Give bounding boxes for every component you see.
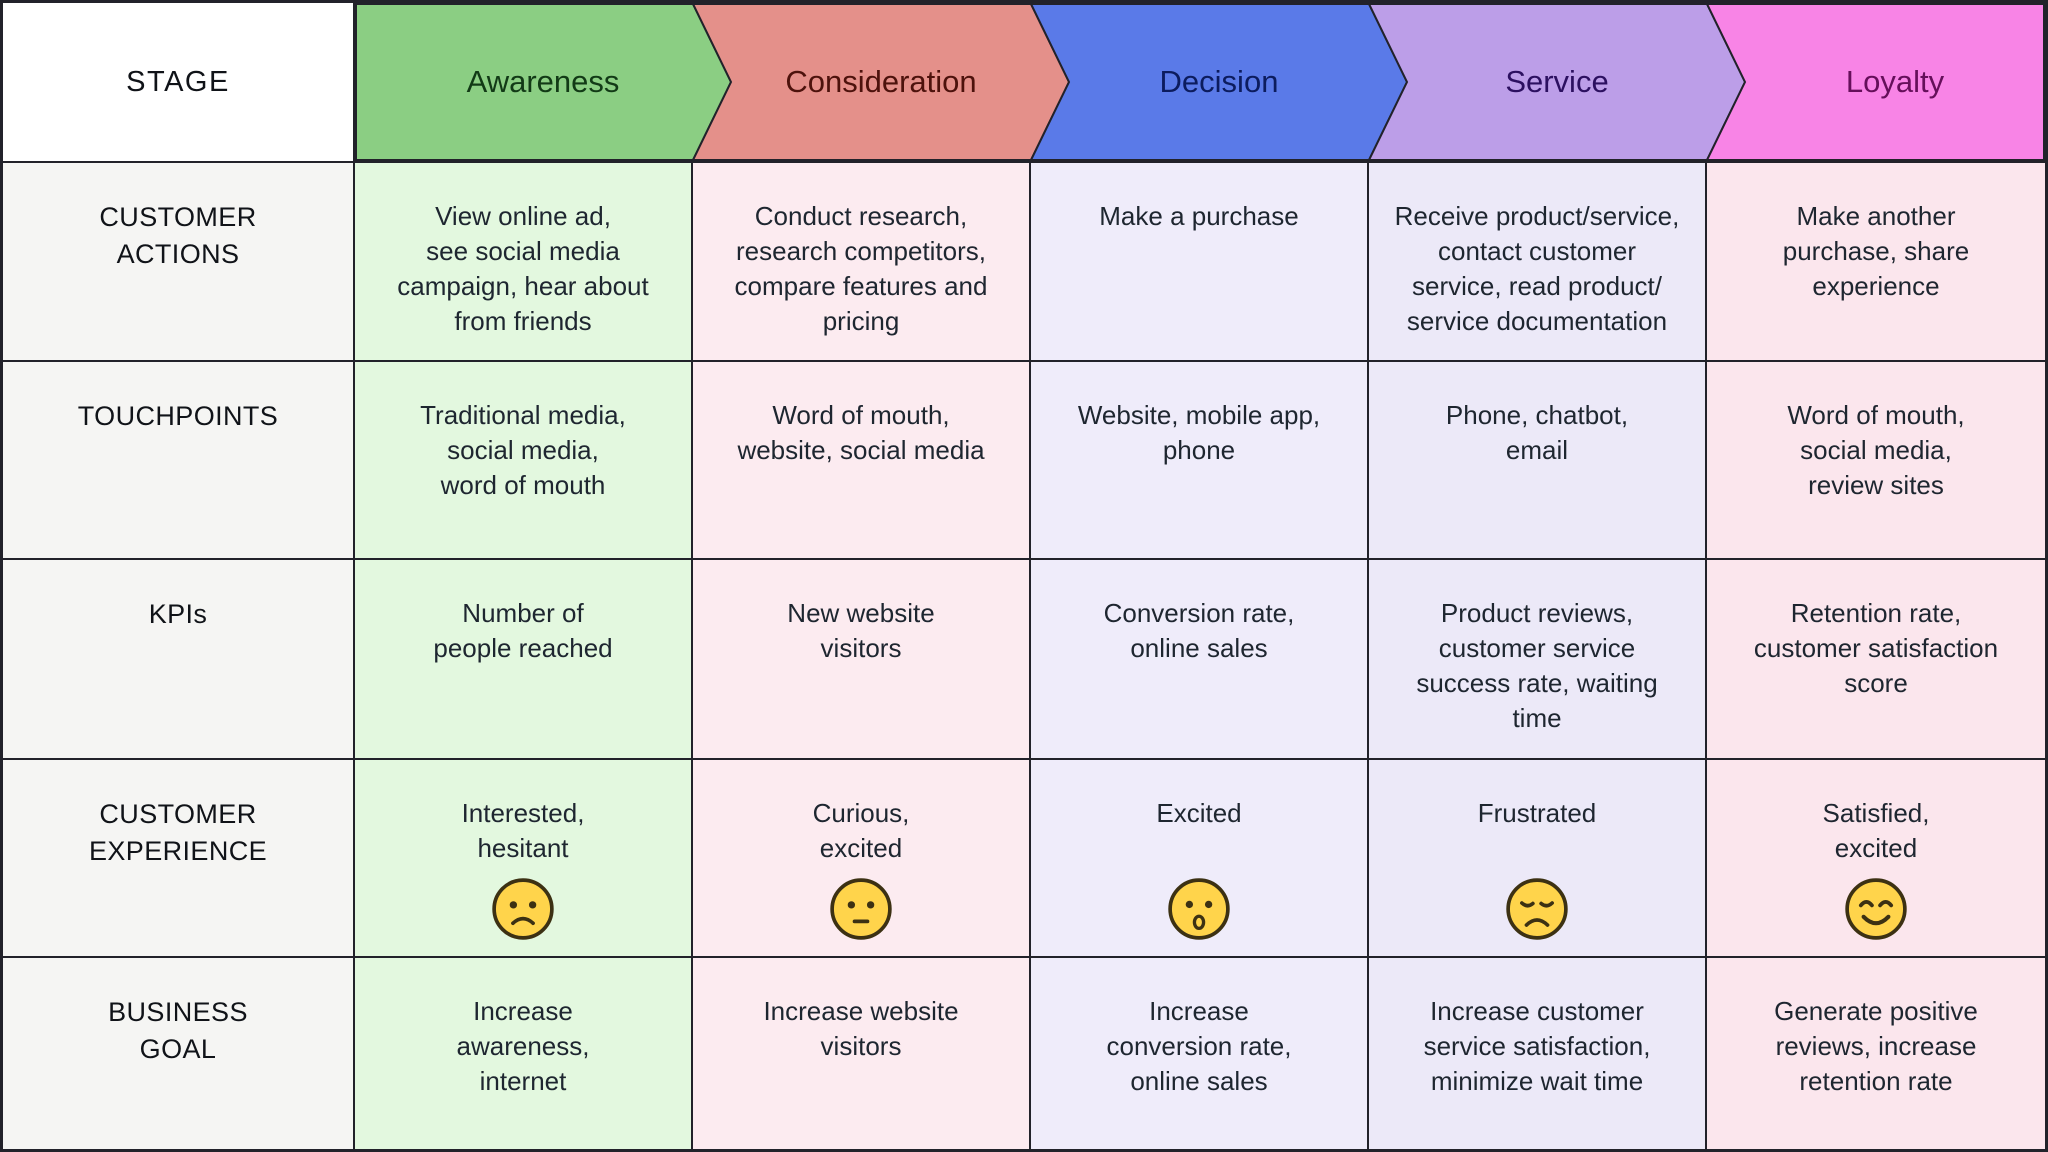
stage-header-loyalty: Loyalty	[1845, 64, 1945, 99]
cell-touchpoints-loyalty: Word of mouth, social media, review site…	[1707, 362, 2045, 560]
experience-text: Frustrated	[1477, 798, 1597, 828]
surprised-face-icon	[1168, 878, 1230, 940]
cell-touchpoints-consideration: Word of mouth, website, social media	[693, 362, 1031, 560]
cell-kpis-decision: Conversion rate, online sales	[1031, 560, 1369, 760]
cell-business-goal-consideration: Increase website visitors	[693, 958, 1031, 1149]
cell-customer-actions-awareness: View online ad, see social media campaig…	[355, 163, 693, 362]
experience-text: Excited	[1156, 798, 1242, 828]
cell-customer-actions-consideration: Conduct research, research competitors, …	[693, 163, 1031, 362]
cell-customer-actions-loyalty: Make another purchase, share experience	[1707, 163, 2045, 362]
smiling-face-smiling-eyes-icon	[1845, 878, 1907, 940]
neutral-face-icon	[830, 878, 892, 940]
cell-experience-loyalty: Satisfied, excited	[1707, 760, 2045, 958]
cell-touchpoints-service: Phone, chatbot, email	[1369, 362, 1707, 560]
cell-touchpoints-decision: Website, mobile app, phone	[1031, 362, 1369, 560]
stage-corner-cell: STAGE	[3, 3, 355, 163]
frustrated-face-icon	[1506, 878, 1568, 940]
stage-header-decision: Decision	[1159, 64, 1279, 99]
cell-business-goal-decision: Increase conversion rate, online sales	[1031, 958, 1369, 1149]
cell-touchpoints-awareness: Traditional media, social media, word of…	[355, 362, 693, 560]
cell-kpis-service: Product reviews, customer service succes…	[1369, 560, 1707, 760]
cell-customer-actions-decision: Make a purchase	[1031, 163, 1369, 362]
cell-experience-consideration: Curious, excited	[693, 760, 1031, 958]
row-label-customer-actions: CUSTOMER ACTIONS	[3, 163, 355, 362]
cell-kpis-loyalty: Retention rate, customer satisfaction sc…	[1707, 560, 2045, 760]
cell-kpis-awareness: Number of people reached	[355, 560, 693, 760]
row-label-kpis: KPIs	[3, 560, 355, 760]
cell-business-goal-service: Increase customer service satisfaction, …	[1369, 958, 1707, 1149]
stage-header-band: Awareness Consideration Decision Service…	[355, 3, 2045, 163]
slightly-frowning-face-icon	[492, 878, 554, 940]
cell-kpis-consideration: New website visitors	[693, 560, 1031, 760]
cell-business-goal-loyalty: Generate positive reviews, increase rete…	[1707, 958, 2045, 1149]
stage-header-service: Service	[1505, 64, 1609, 99]
cell-customer-actions-service: Receive product/service, contact custome…	[1369, 163, 1707, 362]
cell-experience-service: Frustrated	[1369, 760, 1707, 958]
experience-text: Curious, excited	[812, 798, 910, 863]
experience-text: Satisfied, excited	[1822, 798, 1930, 863]
cell-business-goal-awareness: Increase awareness, internet	[355, 958, 693, 1149]
stage-header-awareness: Awareness	[466, 64, 620, 99]
stage-header-consideration: Consideration	[785, 64, 977, 99]
row-label-touchpoints: TOUCHPOINTS	[3, 362, 355, 560]
stage-chevron-arrows	[355, 3, 2045, 161]
cell-experience-decision: Excited	[1031, 760, 1369, 958]
experience-text: Interested, hesitant	[461, 798, 585, 863]
cell-experience-awareness: Interested, hesitant	[355, 760, 693, 958]
row-label-business-goal: BUSINESS GOAL	[3, 958, 355, 1149]
chevron-loyalty	[1705, 3, 2045, 161]
row-label-customer-experience: CUSTOMER EXPERIENCE	[3, 760, 355, 958]
